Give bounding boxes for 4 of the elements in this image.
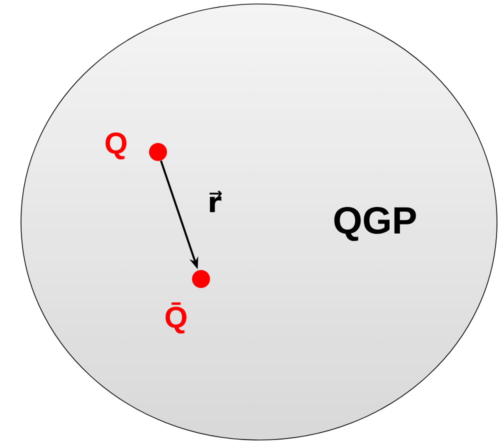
region-label: QGP (334, 206, 416, 241)
particle-label: Q (106, 132, 126, 160)
particle-label: Q̄ (166, 302, 186, 334)
edge-label: r⃗ (210, 190, 222, 212)
